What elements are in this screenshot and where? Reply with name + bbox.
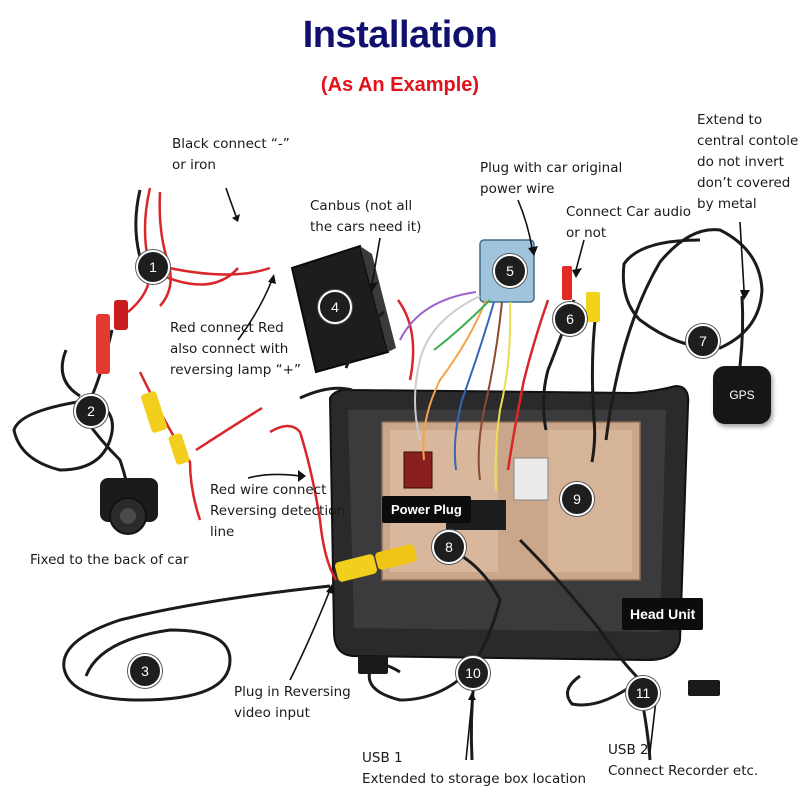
head-unit-tag: Head Unit (622, 598, 704, 630)
marker-2: 2 (74, 394, 108, 428)
label-plug-original: Plug with car original power wire (480, 160, 623, 197)
marker-11: 11 (626, 676, 660, 710)
marker-7: 7 (686, 324, 720, 358)
label-connect-audio: Connect Car audio or not (566, 204, 692, 241)
label-red-wire: Red wire connect Reversing detection lin… (210, 482, 345, 540)
marker-4: 4 (318, 290, 352, 324)
marker-5: 5 (493, 254, 527, 288)
gps-antenna: GPS (713, 366, 771, 424)
label-usb1: USB 1 Extended to storage box location (362, 750, 587, 787)
marker-3: 3 (128, 654, 162, 688)
usb-connectors (358, 656, 720, 696)
label-extend-gps: Extend to central contole do not invert … (697, 112, 799, 212)
power-plug-tag: Power Plug (382, 496, 471, 523)
marker-9: 9 (560, 482, 594, 516)
label-red-connect: Red connect Red also connect with revers… (170, 320, 301, 378)
marker-1: 1 (136, 250, 170, 284)
rca-plugs (96, 266, 600, 582)
reversing-camera (100, 478, 158, 535)
label-canbus: Canbus (not all the cars need it) (310, 198, 422, 235)
label-plug-reversing: Plug in Reversing video input (234, 684, 351, 721)
page-title: Installation (302, 14, 498, 56)
marker-8: 8 (432, 530, 466, 564)
label-usb2: USB 2 Connect Recorder etc. (608, 742, 759, 779)
marker-6: 6 (553, 302, 587, 336)
connector-block-2 (513, 457, 549, 501)
label-fixed-back: Fixed to the back of car (30, 552, 189, 568)
label-black-connect: Black connect “-” or iron (172, 136, 290, 173)
page-subtitle: (As An Example) (320, 74, 480, 96)
marker-10: 10 (456, 656, 490, 690)
connector-block (403, 451, 433, 489)
